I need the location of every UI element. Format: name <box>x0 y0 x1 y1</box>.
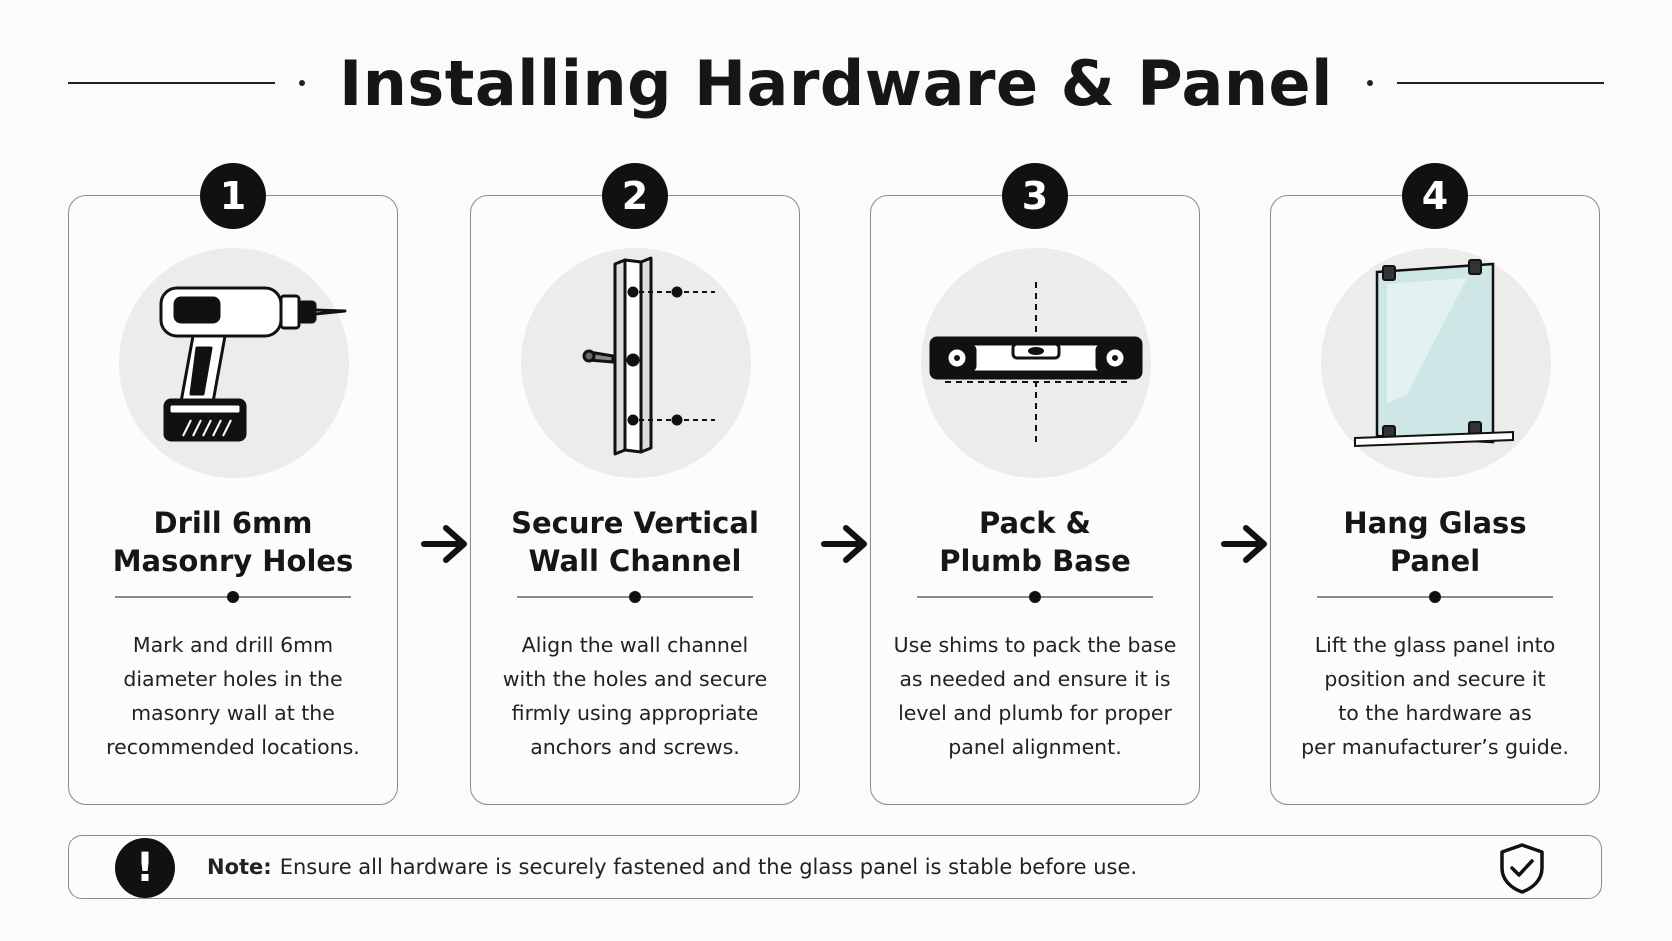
page-title: Installing Hardware & Panel <box>339 46 1333 120</box>
step-description: Align the wall channel with the holes an… <box>502 633 768 759</box>
step-title: Drill 6mm Masonry Holes <box>112 506 354 578</box>
note-bar: ! Note: Ensure all hardware is securely f… <box>68 835 1602 899</box>
step-description: Use shims to pack the base as needed and… <box>893 633 1177 759</box>
shield-check-icon <box>1500 843 1544 894</box>
step-divider-dot <box>1429 591 1441 603</box>
step-card-3: 3 Pack & Plumb Base Use shims to pack th… <box>870 163 1200 805</box>
steps-row: 1 Drill 6mm Masonry Holes <box>68 162 1604 807</box>
arrow-right-icon <box>821 525 867 563</box>
note-label: Note: <box>207 855 272 879</box>
step-badge: 3 <box>1002 163 1068 229</box>
step-title: Secure Vertical Wall Channel <box>511 506 759 578</box>
note-text: Note: Ensure all hardware is securely fas… <box>207 836 1137 898</box>
step-title: Hang Glass Panel <box>1343 506 1527 578</box>
spirit-level-icon <box>921 248 1151 478</box>
exclamation-icon: ! <box>115 838 175 898</box>
title-row: Installing Hardware & Panel <box>68 38 1605 128</box>
wall-channel-icon <box>521 248 751 478</box>
step-description: Mark and drill 6mm diameter holes in the… <box>106 633 360 759</box>
step-divider-dot <box>1029 591 1041 603</box>
step-card-2: 2 Secure Vertical Wall Channel <box>470 163 800 805</box>
title-dot-right <box>1366 80 1373 86</box>
glass-panel-icon <box>1321 248 1551 478</box>
step-card-4: 4 Hang Glass Panel Lift the glass panel … <box>1270 163 1600 805</box>
step-divider-dot <box>227 591 239 603</box>
drill-icon <box>119 248 349 478</box>
title-dot-left <box>299 80 306 86</box>
title-rule-right <box>1396 82 1605 84</box>
title-rule-left <box>68 82 276 84</box>
arrow-right-icon <box>1221 525 1267 563</box>
step-card-1: 1 Drill 6mm Masonry Holes <box>68 163 398 805</box>
note-message: Ensure all hardware is securely fastened… <box>279 855 1138 879</box>
arrow-right-icon <box>421 525 467 563</box>
step-divider-dot <box>629 591 641 603</box>
step-badge: 4 <box>1402 163 1468 229</box>
step-badge: 1 <box>200 163 266 229</box>
step-description: Lift the glass panel into position and s… <box>1301 633 1569 759</box>
step-title: Pack & Plumb Base <box>939 506 1131 578</box>
step-badge: 2 <box>602 163 668 229</box>
